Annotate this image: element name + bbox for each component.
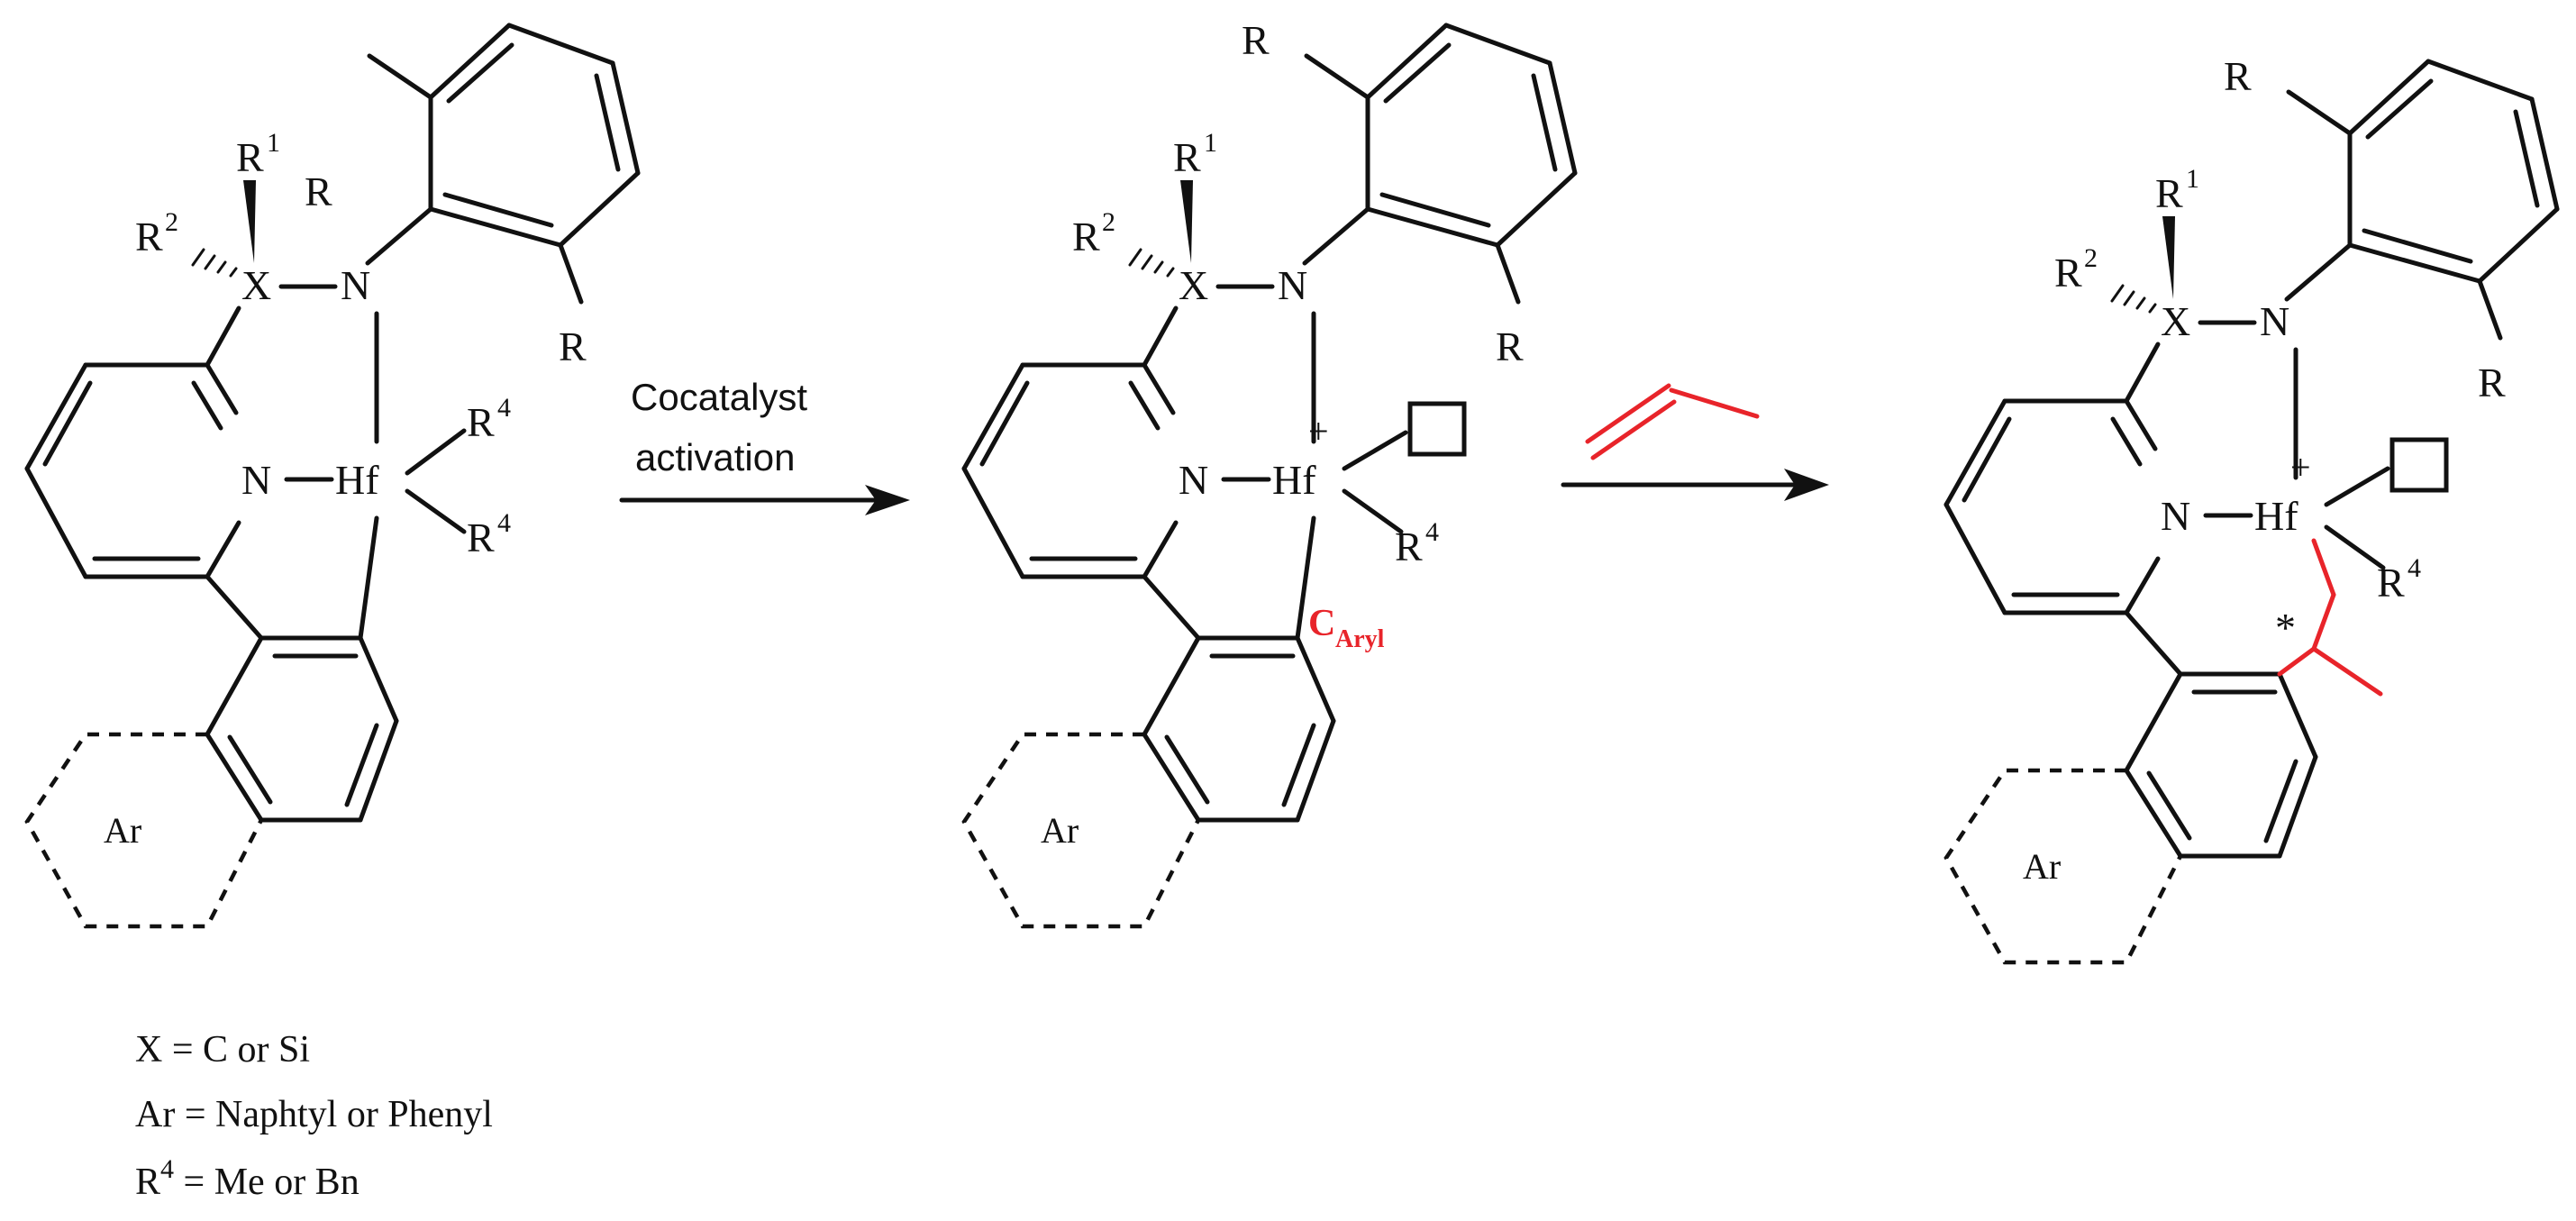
r-label: R <box>2478 360 2506 405</box>
hf-atom: Hf <box>335 457 379 503</box>
legend-x-definition: X = C or Si <box>135 1029 310 1071</box>
activation-arrow: Cocatalyst activation <box>619 376 910 515</box>
n-atom: N <box>2260 298 2289 344</box>
r1-label: R <box>2155 170 2183 216</box>
r2-label: R <box>135 214 163 260</box>
r2-label: R <box>2054 250 2082 296</box>
r4-sup: 4 <box>1425 517 1439 547</box>
positive-charge: + <box>2290 447 2311 487</box>
r1-sup: 1 <box>2186 164 2199 194</box>
x-atom: X <box>1179 262 1208 308</box>
r-label: R <box>559 323 587 369</box>
reagent-label-line1: Cocatalyst <box>631 376 807 418</box>
c-aryl-label: C <box>1308 603 1335 644</box>
r-label: R <box>1242 17 1270 63</box>
r4-label: R <box>467 399 495 445</box>
stereocenter-star: * <box>2275 605 2296 651</box>
r4-label: R <box>2377 560 2405 606</box>
activated-cation: R R R 1 R 2 X N N Hf + R 4 Ar C Aryl <box>964 17 1575 926</box>
legend-r4-r: R <box>135 1162 160 1203</box>
n-atom: N <box>341 262 370 308</box>
n-pyridine-atom: N <box>1179 457 1208 503</box>
r-label: R <box>305 169 332 214</box>
n-atom: N <box>1278 262 1307 308</box>
r2-label: R <box>1072 214 1100 260</box>
n-pyridine-atom: N <box>241 457 271 503</box>
reagent-label-line2: activation <box>635 436 795 478</box>
insertion-product: R R R 1 R 2 X N N Hf + R 4 * Ar <box>1946 53 2557 962</box>
legend-r4-sup: 4 <box>160 1154 174 1184</box>
r1-label: R <box>1173 134 1201 180</box>
precatalyst: R R R 1 R 2 X N N Hf R 4 R 4 Ar <box>27 25 638 926</box>
r-label: R <box>1496 323 1524 369</box>
x-atom: X <box>2161 298 2190 344</box>
r1-label: R <box>236 134 264 180</box>
legend-ar-definition: Ar = Naphtyl or Phenyl <box>135 1094 493 1135</box>
c-aryl-subscript: Aryl <box>1335 625 1385 653</box>
legend: X = C or Si Ar = Naphtyl or Phenyl R4 = … <box>135 1029 493 1203</box>
ar-label: Ar <box>1041 810 1079 851</box>
r2-sup: 2 <box>1102 207 1115 237</box>
vacant-site-box <box>2389 437 2449 493</box>
inserted-propylene <box>2277 538 2383 697</box>
n-pyridine-atom: N <box>2161 493 2190 539</box>
propene-arrow <box>1561 383 1829 501</box>
positive-charge: + <box>1308 411 1329 451</box>
r4-sup: 4 <box>2408 553 2421 583</box>
ar-label: Ar <box>2023 846 2061 887</box>
r4-sup: 4 <box>497 508 511 538</box>
legend-r4-rest: = Me or Bn <box>174 1162 360 1203</box>
hf-atom: Hf <box>1272 457 1316 503</box>
r2-sup: 2 <box>2084 243 2098 273</box>
hf-atom: Hf <box>2254 493 2298 539</box>
ar-label: Ar <box>104 810 141 851</box>
x-atom: X <box>241 262 271 308</box>
r2-sup: 2 <box>165 207 178 237</box>
vacant-site-box <box>1407 401 1467 457</box>
r4-label: R <box>467 515 495 560</box>
r4-label: R <box>1395 524 1423 569</box>
r4-sup: 4 <box>497 393 511 423</box>
r1-sup: 1 <box>1204 128 1217 158</box>
legend-r4-definition: R4 = Me or Bn <box>135 1154 360 1203</box>
r-label: R <box>2224 53 2252 99</box>
propene-molecule <box>1585 383 1760 460</box>
r1-sup: 1 <box>267 128 280 158</box>
